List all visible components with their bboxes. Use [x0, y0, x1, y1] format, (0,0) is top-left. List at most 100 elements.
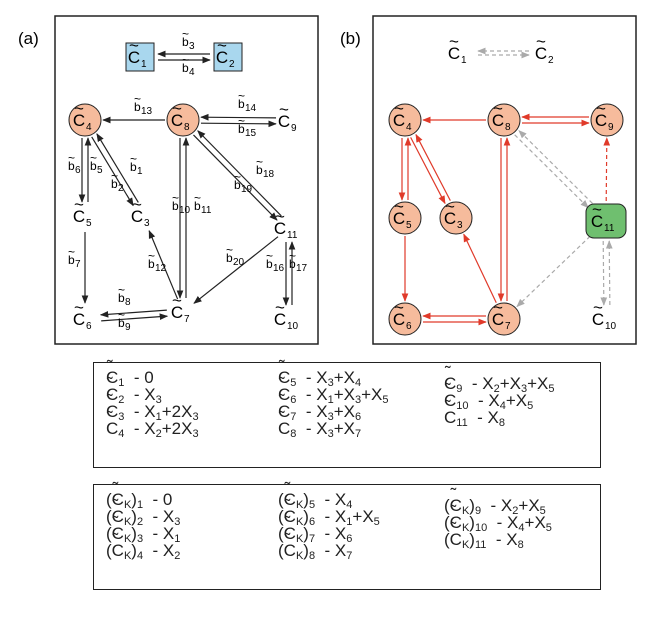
- panel-b-node-label: C: [492, 111, 504, 130]
- panel-b-node-label: C: [592, 310, 604, 329]
- panel-b-node-tilde: ~: [394, 197, 404, 216]
- edge-label-tilde: ~: [68, 245, 75, 259]
- panel-a-node-c4: C~4: [68, 99, 102, 137]
- t2-row-2: (CK)2 - X3: [106, 497, 180, 528]
- panel-a-node-c6: C~6: [73, 298, 92, 332]
- edge-label-subscript: 11: [201, 205, 212, 216]
- panel-a-label: (a): [18, 29, 39, 48]
- edge-label-tilde: ~: [182, 27, 189, 41]
- t2-row-4: (CK)4 - X2: [106, 531, 180, 562]
- panel-b-node-tilde: ~: [394, 99, 404, 118]
- edge-label-subscript: 17: [296, 263, 308, 274]
- edge-label-b18: b~18: [256, 155, 275, 180]
- panel-a-node-tilde: ~: [217, 36, 227, 55]
- panel-a-node-label: C: [274, 219, 286, 238]
- edge-label-text: b: [68, 253, 75, 267]
- panel-a-node-subscript: 5: [86, 218, 92, 229]
- edge-label-b11: b~11: [194, 191, 212, 216]
- edge-label-tilde: ~: [130, 152, 137, 166]
- panel-a-node-tilde: ~: [275, 207, 285, 226]
- table2-column-3: (CK)9 - X2+X5(CK)10 - X4+X5(CK)11 - X8: [444, 486, 552, 551]
- edge-label-tilde: ~: [289, 249, 296, 263]
- edge-c8-c9-backward: [200, 113, 277, 121]
- edge-label-b17: b~17: [289, 249, 308, 274]
- t2-row-6: (CK)6 - X1+X5: [278, 497, 380, 528]
- edge-label-b2: b~2: [111, 169, 124, 194]
- t1-row-9: C9 - X2+X3+X5: [444, 364, 555, 395]
- edge-label-subscript: 1: [137, 166, 143, 177]
- edge-label-b14: b~14: [238, 89, 257, 114]
- panel-b-node-subscript: 10: [605, 321, 617, 332]
- panel-a-node-label: C: [274, 310, 286, 329]
- t2-row-8: (CK)8 - X7: [278, 531, 380, 562]
- t2-row-7: (CK)7 - X6: [278, 514, 380, 545]
- panel-b-node-tilde: ~: [596, 99, 606, 118]
- edge-label-text: b: [238, 122, 245, 136]
- panel-a-node-label: C: [73, 207, 85, 226]
- panel-b-node-label: C: [492, 310, 504, 329]
- edge-label-subscript: 20: [233, 257, 245, 268]
- panel-b-node-c8: C~8: [487, 99, 521, 137]
- panel-b-node-c7: C~7: [487, 298, 521, 336]
- panel-a-node-label: C: [73, 111, 85, 130]
- panel-b-node-subscript: 11: [604, 223, 615, 234]
- panel-a-node-c5: C~5: [73, 195, 92, 229]
- edge-label-subscript: 3: [189, 41, 195, 52]
- edge-label-tilde: ~: [256, 155, 263, 169]
- edge-label-text: b: [148, 257, 155, 271]
- panel-a-node-c8: C~8: [166, 99, 200, 137]
- panel-b-node-tilde: ~: [592, 200, 602, 219]
- edge-label-b1: b~1: [130, 152, 143, 177]
- edge-label-subscript: 6: [75, 165, 81, 176]
- t2-row-11: (CK)11 - X8: [444, 520, 552, 551]
- panel-b-node-label: C: [595, 111, 607, 130]
- t1-row-8: C8 - X3+X7: [278, 409, 389, 440]
- edge-c8-c11-forward: [193, 134, 278, 221]
- edge-label-subscript: 4: [189, 67, 195, 78]
- edge-label-text: b: [68, 159, 75, 173]
- panel-a-node-tilde: ~: [132, 195, 142, 214]
- edge-label-text: b: [111, 177, 118, 191]
- panel-b-node-tilde: ~: [449, 32, 459, 51]
- edge-label-text: b: [90, 159, 97, 173]
- edge-label-subscript: 9: [125, 322, 131, 333]
- panel-b-node-c1: C~1: [448, 32, 467, 66]
- panel-a-node-tilde: ~: [275, 298, 285, 317]
- edge-label-text: b: [134, 100, 141, 114]
- panel-a-node-subscript: 7: [184, 314, 190, 325]
- edge-label-b9: b~9: [118, 308, 131, 333]
- edge-label-tilde: ~: [182, 53, 189, 67]
- edge-label-b4: b~4: [182, 53, 195, 78]
- edge-label-text: b: [118, 291, 125, 305]
- edge-label-subscript: 18: [263, 169, 275, 180]
- panel-a-node-tilde: ~: [129, 36, 139, 55]
- panel-b-node-label: C: [444, 209, 456, 228]
- panel-b-node-tilde: ~: [394, 298, 404, 317]
- panel-a-node-c9: C~9: [278, 100, 297, 134]
- edge-label-tilde: ~: [266, 249, 273, 263]
- panel-a-node-label: C: [171, 111, 183, 130]
- panel-b-node-c11: C~11: [585, 200, 627, 239]
- table2-column-2: (CK)5 - X4(CK)6 - X1+X5(CK)7 - X6(CK)8 -…: [278, 480, 380, 562]
- panel-b-node-c2: C~2: [535, 32, 554, 66]
- edge-label-text: b: [238, 97, 245, 111]
- panel-b-node-subscript: 2: [548, 55, 554, 66]
- panel-a-node-subscript: 6: [86, 321, 92, 332]
- edge-label-tilde: ~: [134, 92, 141, 106]
- panel-b-node-subscript: 4: [406, 122, 412, 133]
- edge-c11-c7: [193, 236, 279, 304]
- panel-a-node-tilde: ~: [172, 99, 182, 118]
- t1-row-5: C5 - X3+X4: [278, 358, 389, 389]
- edge-label-text: b: [172, 199, 179, 213]
- panel-b-node-tilde: ~: [493, 298, 503, 317]
- panel-b-node-subscript: 3: [457, 220, 463, 231]
- panel-a-node-c11: C~11: [274, 207, 298, 241]
- panel-b-node-c4: C~4: [388, 99, 422, 137]
- edge-label-tilde: ~: [226, 243, 233, 257]
- panel-a-node-c2: C~2: [213, 36, 243, 72]
- panel-b-node-tilde: ~: [536, 32, 546, 51]
- t2-row-9: (CK)9 - X2+X5: [444, 486, 552, 517]
- edge-label-text: b: [226, 251, 233, 265]
- table2-column-1: (CK)1 - 0(CK)2 - X3(CK)3 - X1(CK)4 - X2: [106, 480, 180, 562]
